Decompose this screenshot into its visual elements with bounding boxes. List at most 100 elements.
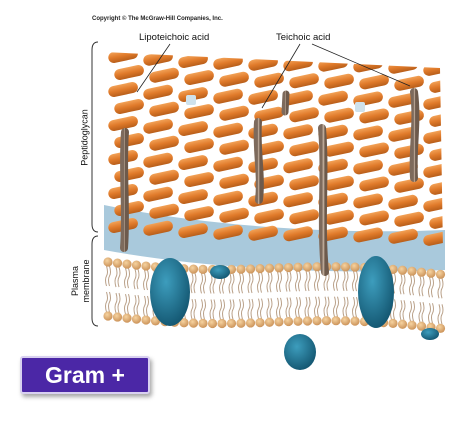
phospholipid-tail [241, 273, 244, 294]
peptidoglycan-strand [248, 55, 278, 71]
peptidoglycan-strand [219, 71, 249, 87]
phospholipid-head [131, 260, 142, 270]
phospholipid-head [226, 318, 237, 329]
peptidoglycan-strand [289, 73, 319, 89]
phospholipid-head [350, 316, 360, 326]
phospholipid-head [331, 316, 341, 326]
phospholipid-head [426, 268, 436, 278]
gram-positive-badge: Gram + [20, 356, 150, 394]
peptidoglycan-strand [184, 70, 214, 86]
peptidoglycan-strand [178, 53, 208, 69]
lipoteichoic-acid-rod [120, 128, 129, 252]
phospholipid-head [407, 320, 417, 330]
phospholipid-tail [124, 267, 127, 289]
leader-lines [136, 43, 411, 109]
phospholipid-tail [437, 278, 441, 299]
phospholipid-tail [314, 270, 317, 291]
peptidoglycan-strand [394, 211, 424, 227]
phospholipid-head [293, 316, 303, 326]
peptidoglycan-strand [394, 177, 424, 193]
phospholipid-tail [431, 277, 434, 298]
phospholipid-head [293, 262, 303, 272]
phospholipid-tail [238, 273, 241, 294]
phospholipid-tail [431, 303, 434, 324]
peptidoglycan-strand [248, 123, 278, 139]
phospholipid-tail [352, 270, 355, 292]
phospholipid-head [255, 318, 265, 328]
peptidoglycan-strand [149, 203, 179, 219]
peptidoglycan-strand [324, 175, 354, 191]
peptidoglycan-strand [149, 135, 179, 151]
peptidoglycan-strand [359, 176, 389, 192]
peptidoglycan-strand [423, 230, 445, 246]
phospholipid-tail [250, 272, 254, 294]
teichoic-acid-rod [409, 88, 420, 182]
phospholipid-tail [428, 277, 431, 298]
plasma-membrane-label-line2: membrane [81, 259, 91, 303]
peptidoglycan-strand [143, 118, 173, 134]
lipoteichoic-acid-label: Lipoteichoic acid [139, 32, 210, 43]
phospholipid-tail [298, 271, 301, 292]
teichoic-leader-right [311, 43, 411, 87]
phospholipid-tail [323, 296, 327, 317]
peptidoglycan-strand [213, 190, 243, 206]
phospholipid-head [388, 318, 398, 329]
phospholipid-head [340, 262, 351, 272]
phospholipid-head [340, 316, 351, 326]
phospholipid-head [274, 317, 284, 327]
phospholipid-tail [418, 302, 422, 323]
peptidoglycan-strand [353, 159, 383, 175]
peptidoglycan-strand [394, 143, 424, 159]
phospholipid-tail [203, 299, 206, 320]
peptidoglycan-strand [149, 101, 179, 117]
phospholipid-tail [355, 270, 358, 292]
phospholipid-tail [127, 267, 130, 289]
peptidoglycan-strand [423, 162, 445, 178]
phospholipid-head [141, 315, 151, 325]
peptidoglycan-strand [178, 223, 208, 239]
peptidoglycan-strand [283, 192, 313, 208]
peptidoglycan-strand [143, 84, 173, 100]
phospholipid-tail [345, 296, 349, 317]
phospholipid-tail [136, 294, 140, 316]
layer-brackets [91, 41, 99, 327]
phospholipid-tail [222, 299, 225, 320]
phospholipid-head [331, 262, 341, 272]
phospholipid-head [312, 262, 322, 272]
peptidoglycan-strand [254, 72, 284, 88]
phospholipid-tail [124, 293, 127, 315]
phospholipid-tail [212, 299, 216, 320]
peptidoglycan-strand [184, 172, 214, 188]
phospholipid-tail [402, 274, 406, 295]
phospholipid-tail [257, 298, 260, 319]
phospholipid-head [264, 317, 275, 327]
phospholipid-tail [241, 299, 244, 320]
phospholipid-head [217, 318, 227, 329]
peptidoglycan-strand [114, 133, 144, 148]
peptidoglycan-strand [289, 107, 319, 123]
teichoic-leader-left [261, 43, 301, 109]
phospholipid-tail [193, 299, 197, 320]
phospholipid-tail [143, 269, 146, 291]
phospholipid-tail [209, 273, 213, 294]
peptidoglycan-strand [353, 57, 383, 73]
phospholipid-tail [133, 294, 137, 316]
phospholipid-tail [409, 301, 412, 322]
peptidoglycan-strand [283, 124, 313, 140]
peptidoglycan-strand [143, 220, 173, 236]
membrane-bracket [91, 235, 99, 327]
peptidoglycan-strand [318, 90, 348, 106]
phospholipid-head [274, 263, 284, 273]
phospholipid-tail [114, 266, 118, 288]
phospholipid-head [397, 265, 408, 275]
peptidoglycan-strand [178, 121, 208, 137]
phospholipid-head [312, 316, 322, 326]
membrane-protein [150, 258, 190, 326]
membrane-protein [421, 328, 439, 340]
teichoic-acid-label: Teichoic acid [276, 32, 331, 43]
phospholipid-tail [193, 273, 197, 294]
peptidoglycan-strand [429, 145, 445, 161]
phospholipid-tail [428, 303, 431, 324]
phospholipid-head [198, 318, 208, 328]
phospholipid-tail [345, 270, 349, 291]
